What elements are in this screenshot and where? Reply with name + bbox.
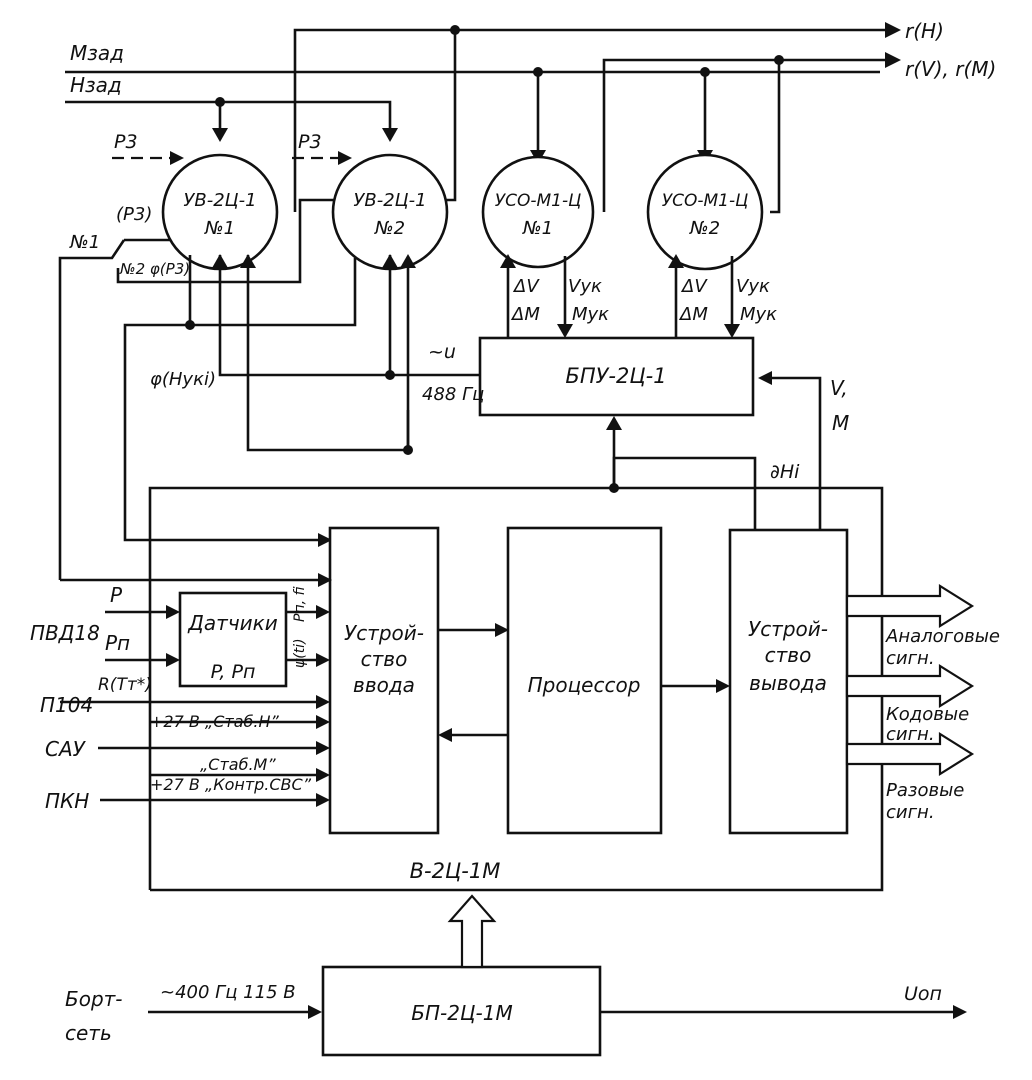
processor-label: Процессор [528, 673, 641, 697]
input-device-line3: ввода [353, 673, 415, 697]
uv-circle-2 [331, 153, 449, 271]
uso2-vuk-label: Vук [736, 276, 770, 297]
discrete-signals-line2: сигн. [886, 802, 935, 823]
p3-label-a: P3 [114, 131, 138, 153]
mode-switch [58, 198, 335, 580]
internal-arrows [438, 623, 730, 742]
input-device-line2: ство [361, 647, 408, 671]
input-stab-h-label: +27 В „Стаб.Н” [150, 712, 279, 731]
uv-2-line1: УВ-2Ц-1 [353, 190, 426, 211]
analog-signals-line1: Аналоговые [885, 626, 1000, 647]
sensors-title: Датчики [187, 611, 277, 635]
output-r-h-label: r(H) [905, 19, 944, 43]
h-zad-label: Hзад [70, 73, 122, 97]
output-device-block [728, 528, 849, 835]
uv-2-line2: №2 [374, 218, 405, 239]
uso-2-line1: УСО-М1-Ц [662, 191, 749, 211]
input-p-label: P [110, 583, 123, 607]
code-signals-line2: сигн. [886, 724, 935, 745]
p3-inputs [112, 151, 352, 165]
output-device-line2: ство [765, 643, 812, 667]
u-op-label: Uоп [904, 983, 942, 1005]
uso-2-line2: №2 [689, 218, 720, 239]
discrete-signals-line1: Разовые [886, 780, 964, 801]
freq-488-label: 488 Гц [422, 384, 484, 405]
p3-paren-label: (P3) [116, 204, 152, 225]
power-supply-label: БП-2Ц-1М [411, 1001, 512, 1025]
setpoint-lines [65, 67, 880, 164]
bort-set-line1: Борт- [65, 987, 123, 1011]
uso-circle-1 [481, 155, 595, 269]
analog-signals-line2: сигн. [886, 648, 935, 669]
switch-1-label: №1 [69, 232, 100, 253]
main-unit-frame [148, 486, 884, 892]
bpu-label: БПУ-2Ц-1 [565, 364, 666, 388]
right-output-arrows [845, 584, 975, 776]
processor-block [506, 526, 663, 835]
input-kontr-svs-label: +27 В „Контр.СВС” [150, 775, 312, 794]
output-device-line1: Устрой- [748, 617, 828, 641]
power-freq-label: ~400 Гц 115 В [160, 982, 296, 1003]
sensors-sub: P, Pп [211, 661, 256, 683]
bort-set-line2: сеть [65, 1021, 112, 1045]
uso2-dv-label: ΔV [680, 276, 708, 297]
uso-circle-2 [646, 153, 764, 271]
uv-1-line2: №1 [204, 218, 235, 239]
sensors-block [178, 591, 330, 688]
top-output-lines [293, 22, 901, 214]
uso1-muk-label: Mук [572, 304, 609, 325]
uv-1-line1: УВ-2Ц-1 [183, 190, 256, 211]
uv-circle-1 [161, 153, 279, 271]
input-pkn-label: ПКН [45, 789, 89, 813]
main-unit-label: В-2Ц-1М [410, 859, 501, 883]
switch-2-label: №2 φ(P3) [119, 260, 190, 278]
input-device-block [328, 526, 440, 835]
input-stab-m-label: „Стаб.М” [200, 755, 276, 774]
sensor-signal-bottom: ψ(ti) [292, 638, 308, 668]
phi-h-label: φ(Hукi) [150, 369, 216, 390]
code-signals-line1: Кодовые [886, 704, 969, 725]
uso1-dm-label: ΔM [510, 304, 540, 325]
uso-signal-lines [500, 254, 740, 338]
input-p104-label: П104 [40, 693, 93, 717]
uso2-dm-label: ΔM [678, 304, 708, 325]
input-device-line1: Устрой- [344, 621, 424, 645]
output-device-line3: вывода [749, 671, 827, 695]
uso-1-line1: УСО-М1-Ц [495, 191, 582, 211]
input-pvd18-label: ПВД18 [30, 621, 100, 645]
sensor-signal-top: Pп, fi [292, 586, 308, 622]
m-label: M [832, 411, 849, 435]
uso-1-line2: №1 [522, 218, 553, 239]
tilde-u-label: ~u [428, 341, 456, 363]
input-pn-label: Pп [105, 631, 130, 655]
input-r-tt-label: R(Tт*) [98, 675, 152, 695]
m-zad-label: Mзад [70, 41, 124, 65]
bpu-block [478, 336, 822, 530]
input-sau-label: САУ [45, 737, 87, 761]
left-input-lines [60, 573, 332, 807]
uv-feedback-lines [123, 254, 480, 547]
v-label: V, [830, 376, 848, 400]
power-supply-block [148, 894, 967, 1057]
uso1-vuk-label: Vук [568, 276, 602, 297]
dh-label: ∂Hi [770, 461, 800, 483]
uso1-dv-label: ΔV [512, 276, 540, 297]
p3-label-b: P3 [298, 131, 322, 153]
output-r-vm-label: r(V), r(M) [905, 57, 996, 81]
uso2-muk-label: Mук [740, 304, 777, 325]
